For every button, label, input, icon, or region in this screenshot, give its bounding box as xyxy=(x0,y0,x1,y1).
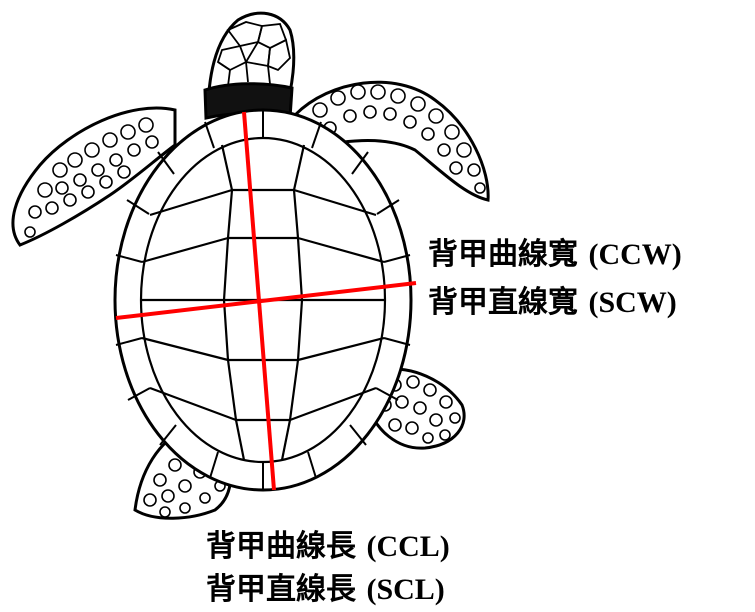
scw-abbreviation: (SCW) xyxy=(588,286,677,319)
curved-carapace-length-label: 背甲曲線長 (CCL) xyxy=(206,532,450,562)
width-measure-line xyxy=(115,281,417,320)
scl-chinese-text: 背甲直線長 xyxy=(206,572,356,607)
straight-carapace-length-label: 背甲直線長 (SCL) xyxy=(206,575,445,605)
turtle-head xyxy=(203,11,296,120)
right-front-flipper xyxy=(293,80,490,202)
curved-carapace-width-label: 背甲曲線寬 (CCW) xyxy=(428,240,682,270)
ccl-chinese-text: 背甲曲線長 xyxy=(206,529,356,564)
left-front-flipper xyxy=(11,106,177,247)
ccl-abbreviation: (CCL) xyxy=(366,530,450,563)
scl-abbreviation: (SCL) xyxy=(366,573,445,606)
ccw-chinese-text: 背甲曲線寬 xyxy=(428,237,578,272)
ccw-abbreviation: (CCW) xyxy=(588,238,682,271)
straight-carapace-width-label: 背甲直線寬 (SCW) xyxy=(428,288,677,318)
scw-chinese-text: 背甲直線寬 xyxy=(428,285,578,320)
